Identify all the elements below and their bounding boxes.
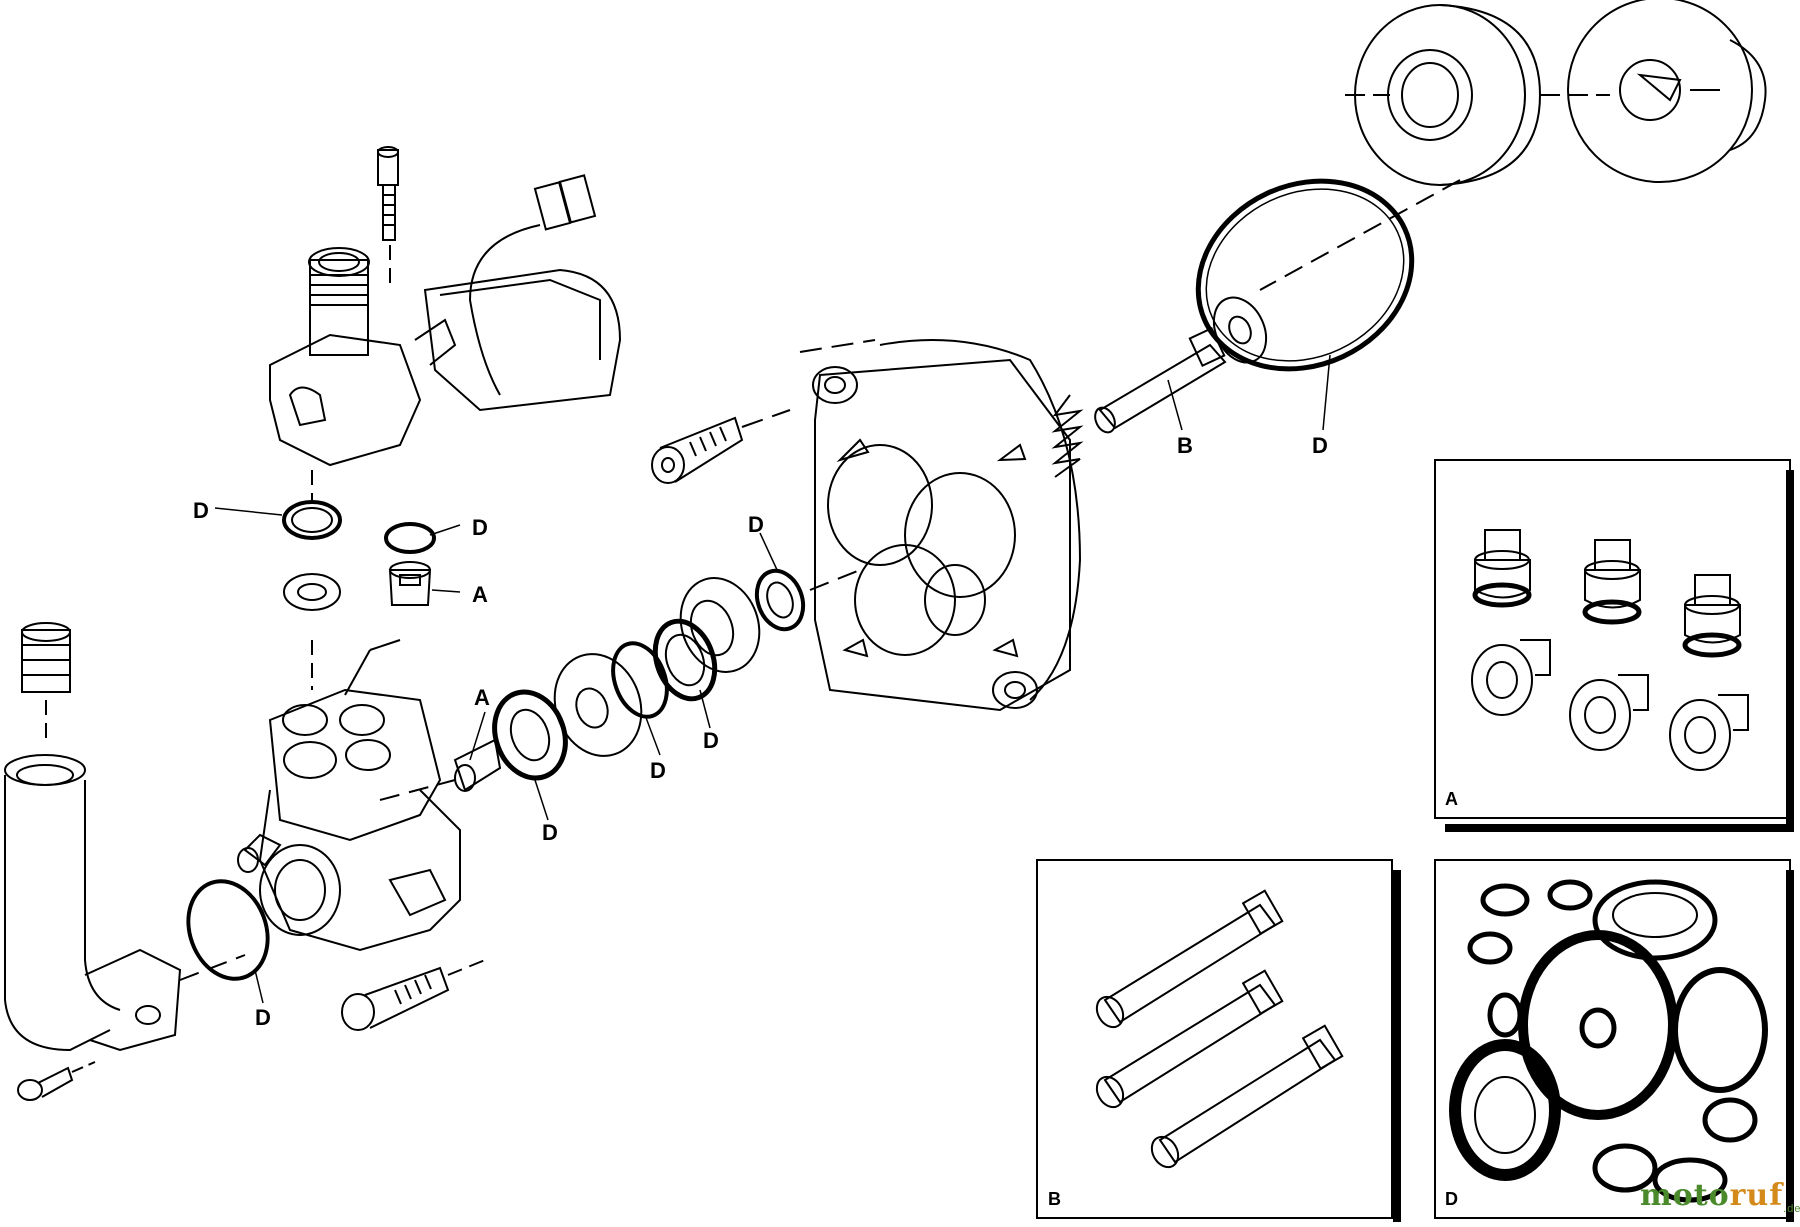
label-d-upper-left: D bbox=[193, 498, 209, 523]
watermark-part1: moto bbox=[1640, 1178, 1730, 1213]
bottom-screws bbox=[17, 957, 491, 1101]
kit-box-a-label: A bbox=[1445, 789, 1458, 809]
label-d-unloader-seal: D bbox=[472, 515, 488, 540]
pulley-cover-assembly bbox=[1259, 0, 1767, 291]
kit-box-b-label: B bbox=[1048, 1189, 1061, 1209]
large-o-ring bbox=[1195, 178, 1415, 372]
label-d-inlet: D bbox=[255, 1005, 271, 1030]
watermark-part2: ruf bbox=[1729, 1178, 1784, 1213]
label-b-piston: B bbox=[1177, 433, 1193, 458]
watermark-tld: .de bbox=[1783, 1203, 1800, 1215]
label-d-stack-top: D bbox=[748, 512, 764, 537]
label-a-valve-upper: A bbox=[472, 582, 488, 607]
label-a-valve-lower: A bbox=[474, 685, 490, 710]
screw-center bbox=[651, 409, 791, 484]
bolt-top bbox=[377, 146, 399, 290]
pump-head-plate bbox=[799, 339, 1082, 712]
valve-seal-stack bbox=[379, 568, 861, 801]
unloader-valve bbox=[269, 174, 622, 467]
label-d-stack-1: D bbox=[542, 820, 558, 845]
pump-housing bbox=[237, 639, 461, 952]
leader-lines bbox=[214, 354, 1331, 1004]
watermark-logo: motoruf.de bbox=[1640, 1178, 1800, 1215]
kit-box-d-label: D bbox=[1445, 1189, 1458, 1209]
label-d-stack-3: D bbox=[703, 728, 719, 753]
kit-box-a bbox=[1434, 459, 1794, 832]
kit-box-d bbox=[1434, 859, 1794, 1222]
label-d-stack-2: D bbox=[650, 758, 666, 783]
inlet-elbow bbox=[4, 622, 246, 1052]
inlet-o-ring bbox=[186, 879, 270, 981]
piston-assembly bbox=[1094, 296, 1268, 434]
kit-box-b bbox=[1036, 859, 1401, 1222]
label-d-large-o-ring: D bbox=[1312, 433, 1328, 458]
unloader-seals bbox=[282, 470, 436, 690]
